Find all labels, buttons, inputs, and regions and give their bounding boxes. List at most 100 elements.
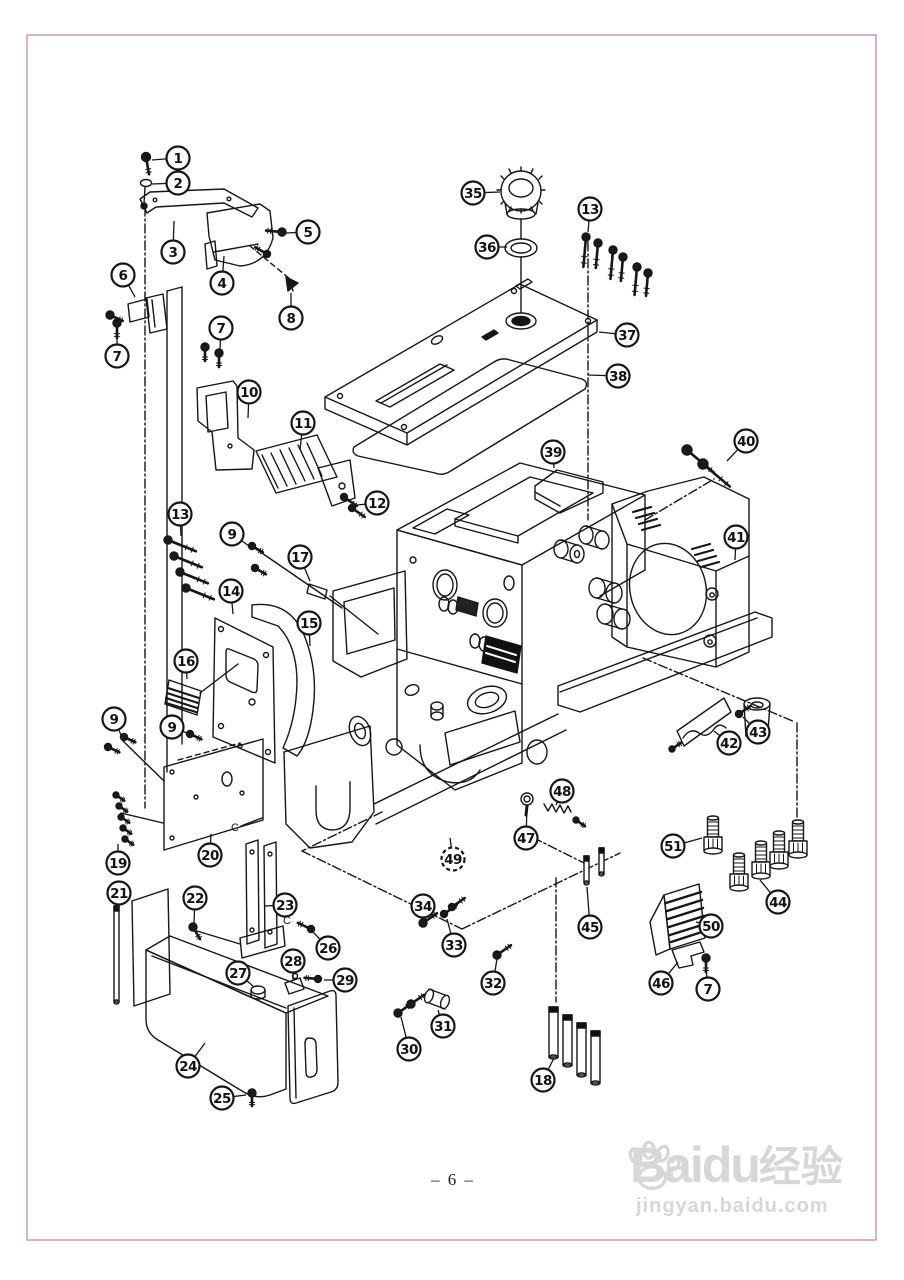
callout-26: 26 [312, 931, 341, 961]
svg-text:48: 48 [553, 784, 571, 800]
callout-35: 35 [460, 180, 501, 206]
watermark: Baidu 经验 jingyan.baidu.com [628, 1137, 880, 1217]
svg-text:19: 19 [109, 856, 127, 872]
svg-text:34: 34 [414, 899, 432, 915]
svg-text:44: 44 [769, 895, 787, 911]
callout-22: 22 [182, 885, 208, 924]
callout-8: 8 [278, 293, 304, 331]
callout-28: 28 [280, 948, 306, 981]
watermark-url: jingyan.baidu.com [636, 1195, 829, 1217]
page-number: – 6 – [431, 1170, 475, 1189]
svg-text:9: 9 [168, 720, 177, 736]
callout-21: 21 [106, 880, 132, 908]
callout-11: 11 [290, 410, 316, 451]
svg-text:49: 49 [444, 852, 462, 868]
callout-7: 7 [695, 967, 721, 1002]
svg-text:32: 32 [484, 976, 502, 992]
callout-51: 51 [660, 833, 703, 859]
svg-text:5: 5 [304, 225, 313, 241]
callout-19: 19 [105, 844, 131, 876]
svg-text:47: 47 [517, 831, 535, 847]
svg-text:14: 14 [222, 584, 240, 600]
callout-7: 7 [104, 333, 130, 369]
svg-text:18: 18 [534, 1073, 552, 1089]
svg-text:17: 17 [291, 550, 309, 566]
svg-text:16: 16 [177, 654, 195, 670]
svg-text:10: 10 [240, 385, 258, 401]
callout-49: 49 [440, 837, 466, 872]
svg-text:51: 51 [664, 839, 682, 855]
annotation-label: C [231, 822, 239, 834]
callout-31: 31 [430, 1009, 456, 1039]
callout-42: 42 [713, 730, 742, 756]
callout-41: 41 [723, 524, 749, 561]
svg-text:28: 28 [284, 954, 302, 970]
svg-text:25: 25 [213, 1091, 231, 1107]
svg-text:35: 35 [464, 186, 482, 202]
svg-text:42: 42 [720, 736, 738, 752]
svg-text:15: 15 [300, 616, 318, 632]
callout-34: 34 [410, 893, 436, 921]
svg-text:29: 29 [336, 973, 354, 989]
callout-36: 36 [474, 234, 507, 260]
watermark-brand-cn: 经验 [758, 1143, 843, 1190]
svg-text:27: 27 [229, 966, 247, 982]
svg-text:9: 9 [110, 712, 119, 728]
callout-39: 39 [540, 439, 566, 469]
svg-text:46: 46 [652, 976, 670, 992]
callout-20: 20 [197, 833, 223, 868]
svg-text:20: 20 [201, 848, 219, 864]
callout-43: 43 [742, 716, 771, 745]
svg-text:23: 23 [276, 898, 294, 914]
svg-text:30: 30 [400, 1042, 418, 1058]
callout-10: 10 [236, 379, 262, 419]
callout-6: 6 [110, 262, 136, 298]
callout-9: 9 [219, 521, 250, 547]
svg-text:6: 6 [119, 268, 128, 284]
svg-text:1: 1 [174, 151, 183, 167]
baidu-paw-icon [628, 1140, 681, 1191]
svg-text:36: 36 [478, 240, 496, 256]
callout-37: 37 [598, 322, 640, 348]
annotation-label: C [283, 915, 291, 927]
svg-text:12: 12 [368, 496, 386, 512]
svg-text:43: 43 [749, 725, 767, 741]
svg-text:21: 21 [110, 886, 128, 902]
svg-text:41: 41 [727, 530, 745, 546]
svg-text:7: 7 [704, 982, 713, 998]
svg-text:7: 7 [113, 349, 122, 365]
svg-text:37: 37 [618, 328, 636, 344]
callout-25: 25 [209, 1085, 247, 1111]
svg-text:26: 26 [319, 941, 337, 957]
svg-text:13: 13 [581, 202, 599, 218]
svg-text:8: 8 [287, 311, 296, 327]
callout-48: 48 [549, 778, 575, 806]
callout-44: 44 [759, 879, 791, 915]
callout-40: 40 [726, 428, 759, 462]
svg-text:31: 31 [434, 1019, 452, 1035]
callout-16: 16 [173, 648, 199, 680]
svg-text:39: 39 [544, 445, 562, 461]
watermark-brand: Baidu [630, 1137, 761, 1193]
callout-23: 23 [263, 892, 298, 918]
callout-18: 18 [530, 1057, 556, 1093]
callout-30: 30 [396, 1016, 422, 1062]
callout-45: 45 [577, 886, 603, 940]
page-border [26, 34, 877, 1241]
callout-2: 2 [151, 170, 191, 196]
callout-24: 24 [175, 1042, 206, 1079]
svg-text:40: 40 [737, 434, 755, 450]
svg-text:24: 24 [179, 1059, 197, 1075]
callout-50: 50 [695, 913, 724, 939]
artwork-layer [103, 151, 808, 1108]
svg-text:22: 22 [186, 891, 204, 907]
callout-33: 33 [441, 918, 467, 958]
svg-text:4: 4 [218, 276, 227, 292]
callout-46: 46 [648, 961, 679, 996]
callout-47: 47 [513, 806, 539, 851]
callout-32: 32 [480, 958, 506, 996]
svg-text:2: 2 [174, 176, 183, 192]
callout-5: 5 [285, 219, 321, 245]
